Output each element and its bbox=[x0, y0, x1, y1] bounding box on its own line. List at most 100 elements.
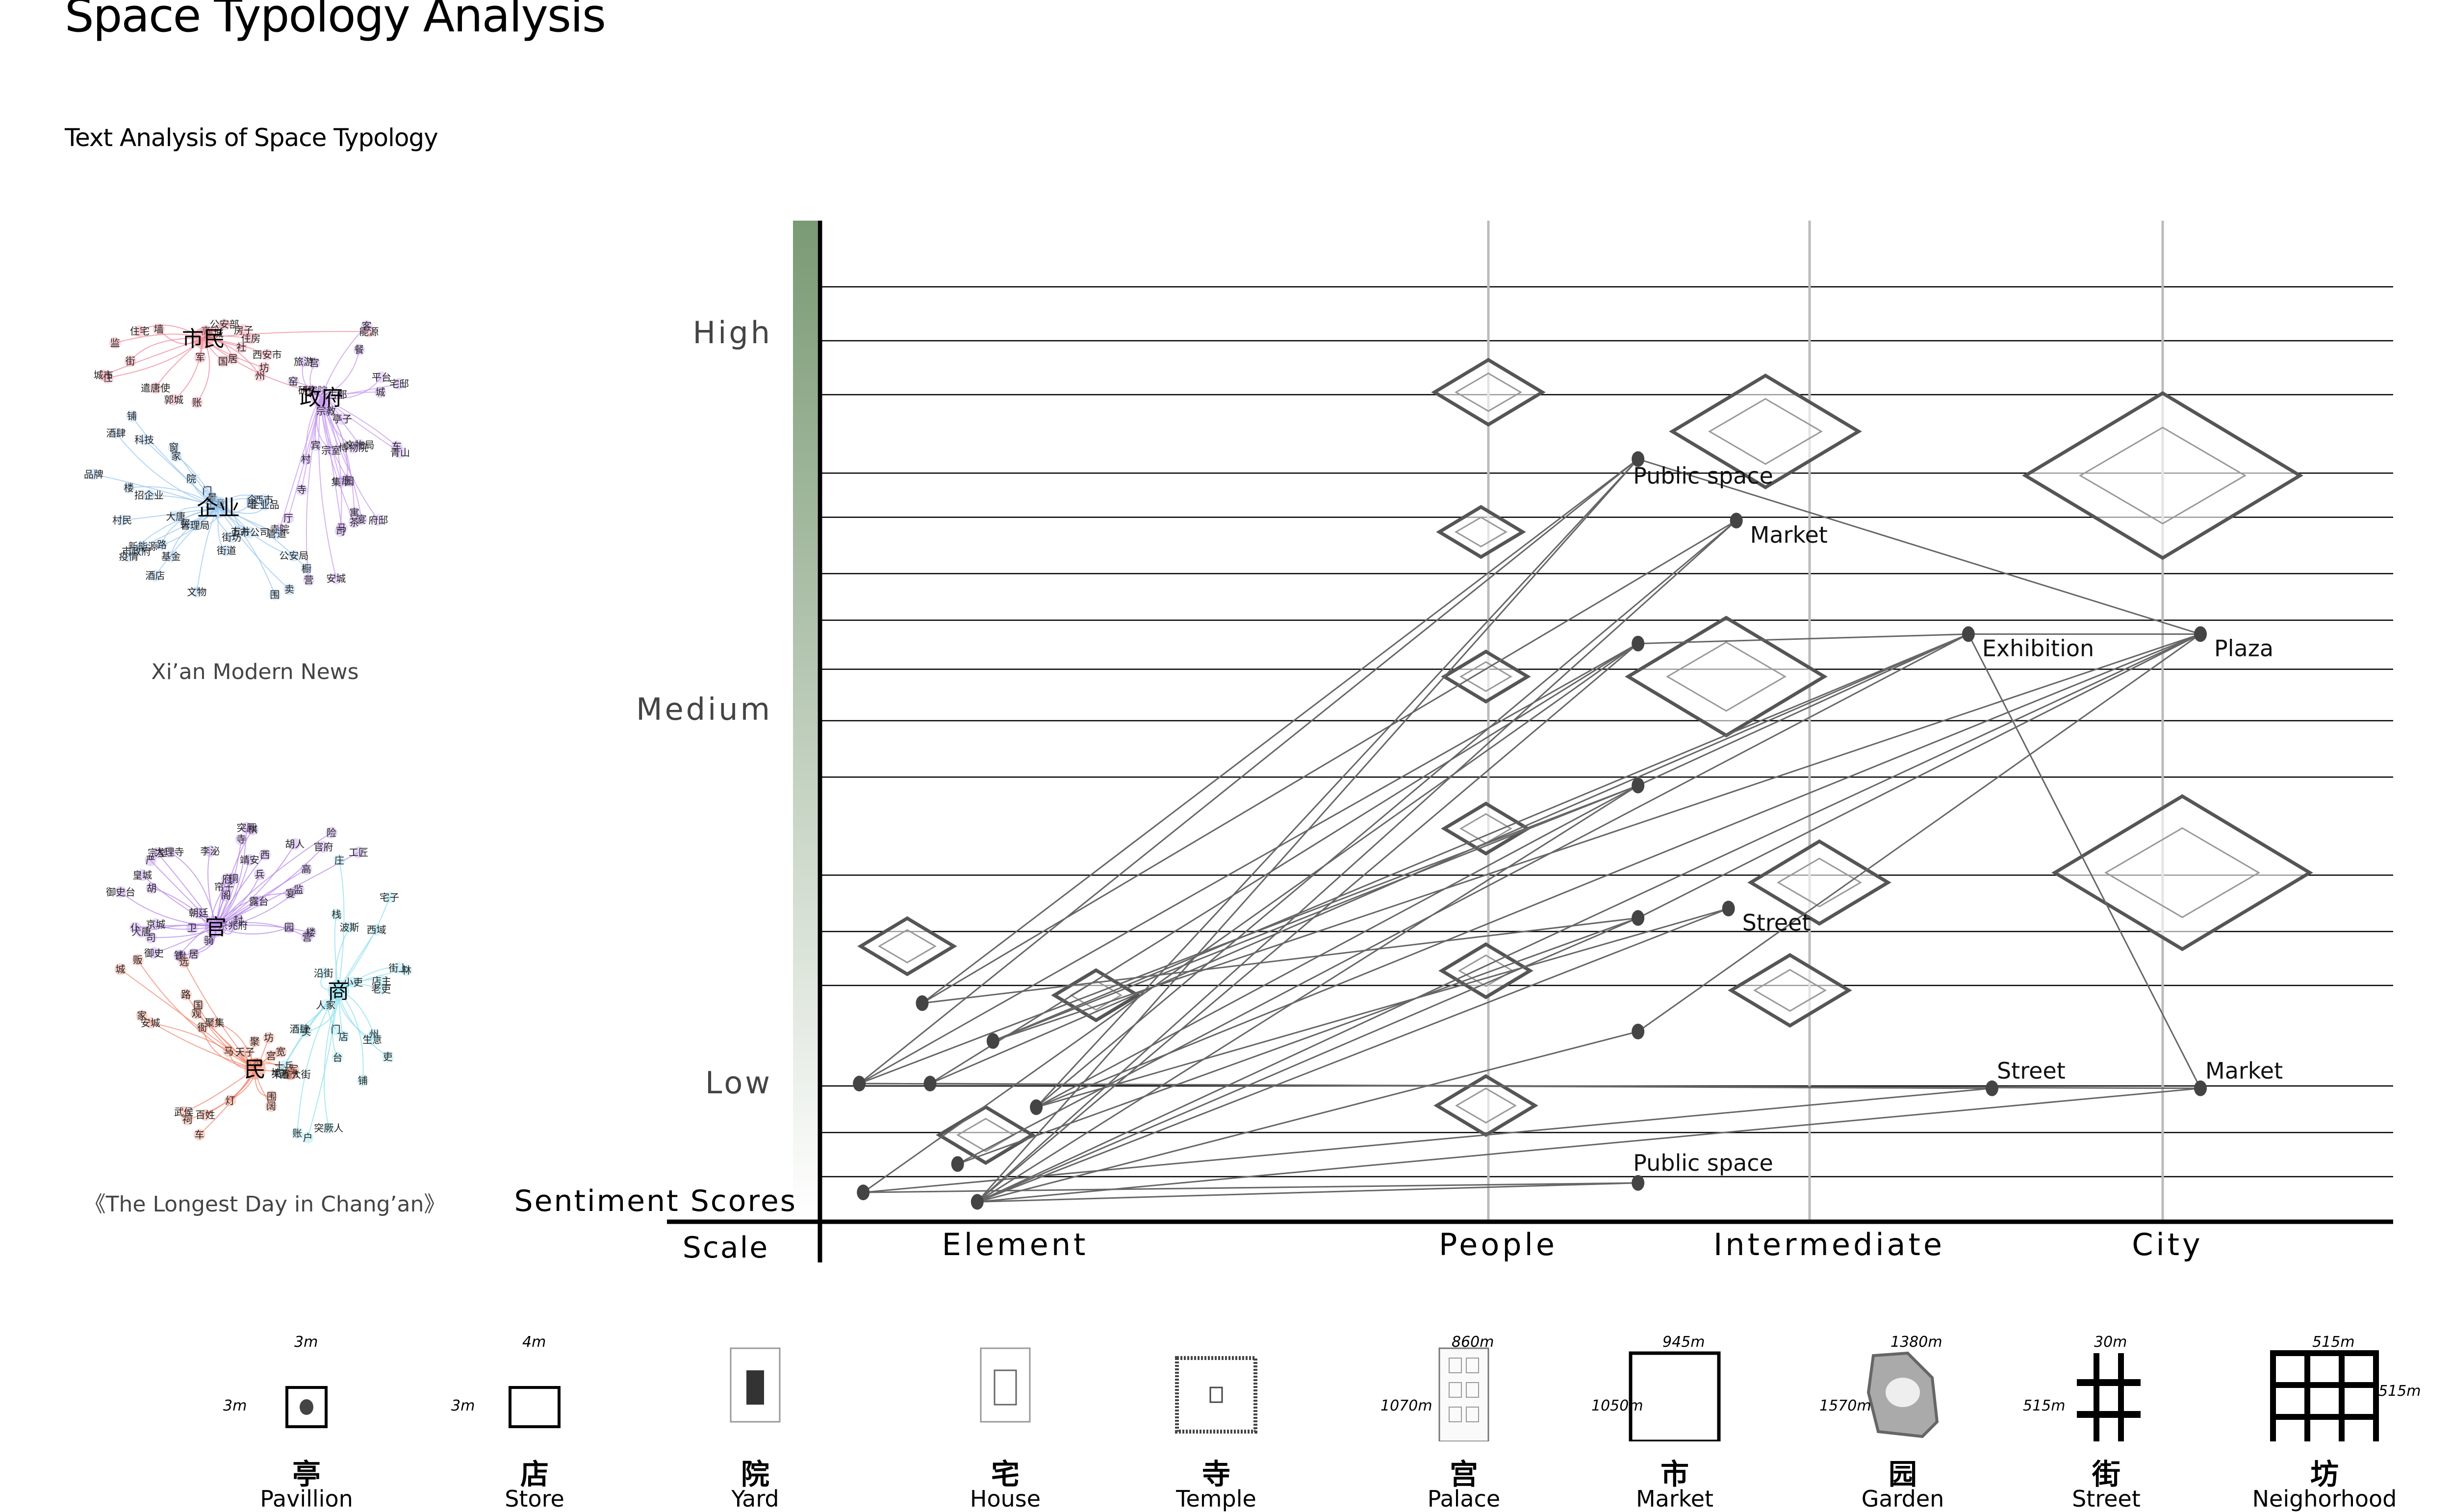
element-roof bbox=[936, 1105, 1036, 1165]
data-point-e5 bbox=[1030, 1099, 1043, 1115]
dimension-width-label: 860m bbox=[1452, 1334, 1494, 1351]
link-line bbox=[863, 1087, 1992, 1193]
data-point-p8 bbox=[1962, 626, 1975, 642]
legend-label-en: Garden bbox=[1861, 1486, 1944, 1512]
legend-label-en: Palace bbox=[1427, 1486, 1501, 1512]
x-category-label-element: Element bbox=[942, 1227, 1089, 1262]
data-point-label: Public space bbox=[1633, 462, 1773, 489]
legend-label-zh: 寺 bbox=[1201, 1458, 1230, 1491]
legend-label-zh: 店 bbox=[520, 1458, 549, 1491]
people-building-5-inner bbox=[1458, 954, 1514, 987]
data-point-p5 bbox=[1632, 1024, 1645, 1039]
legend-label-zh: 园 bbox=[1888, 1458, 1917, 1491]
legend-label-zh: 街 bbox=[2092, 1458, 2120, 1491]
data-point-label: Market bbox=[2205, 1058, 2283, 1084]
data-point-label: Plaza bbox=[2214, 635, 2273, 661]
people-building-6-inner bbox=[1455, 1087, 1517, 1124]
link-line bbox=[993, 784, 1638, 1042]
element-column-block bbox=[1051, 968, 1141, 1023]
legend-label-zh: 宫 bbox=[1449, 1458, 1478, 1491]
link-line bbox=[977, 917, 1638, 1203]
legend-label-zh: 市 bbox=[1660, 1458, 1689, 1491]
dimension-width-label: 3m bbox=[294, 1334, 318, 1351]
link-line bbox=[930, 1083, 1992, 1089]
pavilion-plan-icon bbox=[285, 1386, 328, 1428]
house-plan-icon bbox=[980, 1347, 1031, 1423]
data-point-p1 bbox=[1632, 451, 1645, 467]
link-line bbox=[1637, 633, 2201, 1033]
legend-label-en: Market bbox=[1635, 1486, 1714, 1512]
legend-label-en: Pavillion bbox=[260, 1486, 353, 1512]
link-line bbox=[921, 458, 1639, 1004]
data-point-p3 bbox=[1632, 778, 1645, 794]
palace-plan-icon bbox=[1438, 1347, 1489, 1441]
people-building-3-inner bbox=[1459, 661, 1512, 692]
sentiment-gradient-bar bbox=[793, 221, 817, 1221]
market-hall-building-inner bbox=[1708, 398, 1823, 465]
dimension-width-label: 515m bbox=[2312, 1334, 2355, 1351]
dimension-height-label: 1070m bbox=[1380, 1397, 1432, 1414]
dimension-height-label: 1050m bbox=[1591, 1397, 1643, 1414]
legend-label-en: Street bbox=[2072, 1486, 2141, 1512]
link-line bbox=[1036, 520, 1737, 1108]
people-building-1-inner bbox=[1455, 372, 1522, 412]
street-grid-icon bbox=[2077, 1353, 2141, 1441]
page-title: Space Typology Analysis bbox=[65, 0, 606, 43]
legend-label-en: Yard bbox=[731, 1486, 779, 1512]
neighborhood-grid-icon bbox=[2270, 1350, 2379, 1441]
dimension-height-label: 1570m bbox=[1819, 1397, 1871, 1414]
link-line bbox=[1637, 633, 2201, 919]
data-point-p4 bbox=[1632, 910, 1645, 926]
data-point-label: Public space bbox=[1633, 1150, 1773, 1176]
dimension-height-label: 3m bbox=[451, 1397, 475, 1414]
link-line bbox=[976, 643, 1639, 1203]
link-line bbox=[977, 1087, 2201, 1203]
link-line bbox=[1036, 907, 1729, 1108]
data-point-label: Market bbox=[1750, 522, 1828, 548]
x-category-label-intermediate: Intermediate bbox=[1713, 1227, 1945, 1262]
link-line bbox=[1638, 633, 1968, 645]
data-point-p9 bbox=[1722, 901, 1735, 917]
legend-label-en: Store bbox=[505, 1486, 564, 1512]
dimension-height-label: 515m bbox=[2023, 1397, 2066, 1414]
link-line bbox=[1036, 784, 1638, 1108]
dimension-height-label: 3m bbox=[223, 1397, 247, 1414]
x-axis-title: Scale bbox=[683, 1231, 769, 1265]
section-subtitle: Text Analysis of Space Typology bbox=[65, 124, 438, 152]
link-line bbox=[977, 784, 1638, 1203]
dimension-height-label: 515m bbox=[2378, 1383, 2421, 1400]
link-line bbox=[1967, 633, 2201, 1089]
link-line bbox=[1036, 633, 2201, 1108]
link-line bbox=[976, 520, 1737, 1203]
link-line bbox=[976, 458, 1639, 1203]
data-point-p12 bbox=[2194, 1080, 2207, 1096]
garden-plan-icon bbox=[1866, 1351, 1939, 1438]
link-line bbox=[859, 458, 1639, 1084]
data-point-e2 bbox=[916, 995, 929, 1011]
legend-label-zh: 院 bbox=[741, 1458, 769, 1491]
element-stairs-inner bbox=[878, 929, 937, 963]
data-point-p11 bbox=[2194, 626, 2207, 642]
store-plan-icon bbox=[509, 1386, 561, 1428]
link-line bbox=[1637, 633, 1969, 786]
link-line bbox=[1637, 458, 2201, 635]
city-market-building-inner bbox=[2104, 827, 2260, 918]
dimension-width-label: 30m bbox=[2094, 1334, 2127, 1351]
intermediate-building-inner bbox=[1777, 857, 1862, 907]
link-line bbox=[977, 907, 1729, 1203]
people-building-2 bbox=[1436, 504, 1526, 559]
data-point-e6 bbox=[951, 1156, 964, 1172]
data-point-label: Street bbox=[1997, 1058, 2066, 1084]
y-level-label-medium: Medium bbox=[636, 691, 772, 727]
legend-label-zh: 亭 bbox=[292, 1458, 321, 1491]
y-level-label-low: Low bbox=[705, 1065, 772, 1101]
